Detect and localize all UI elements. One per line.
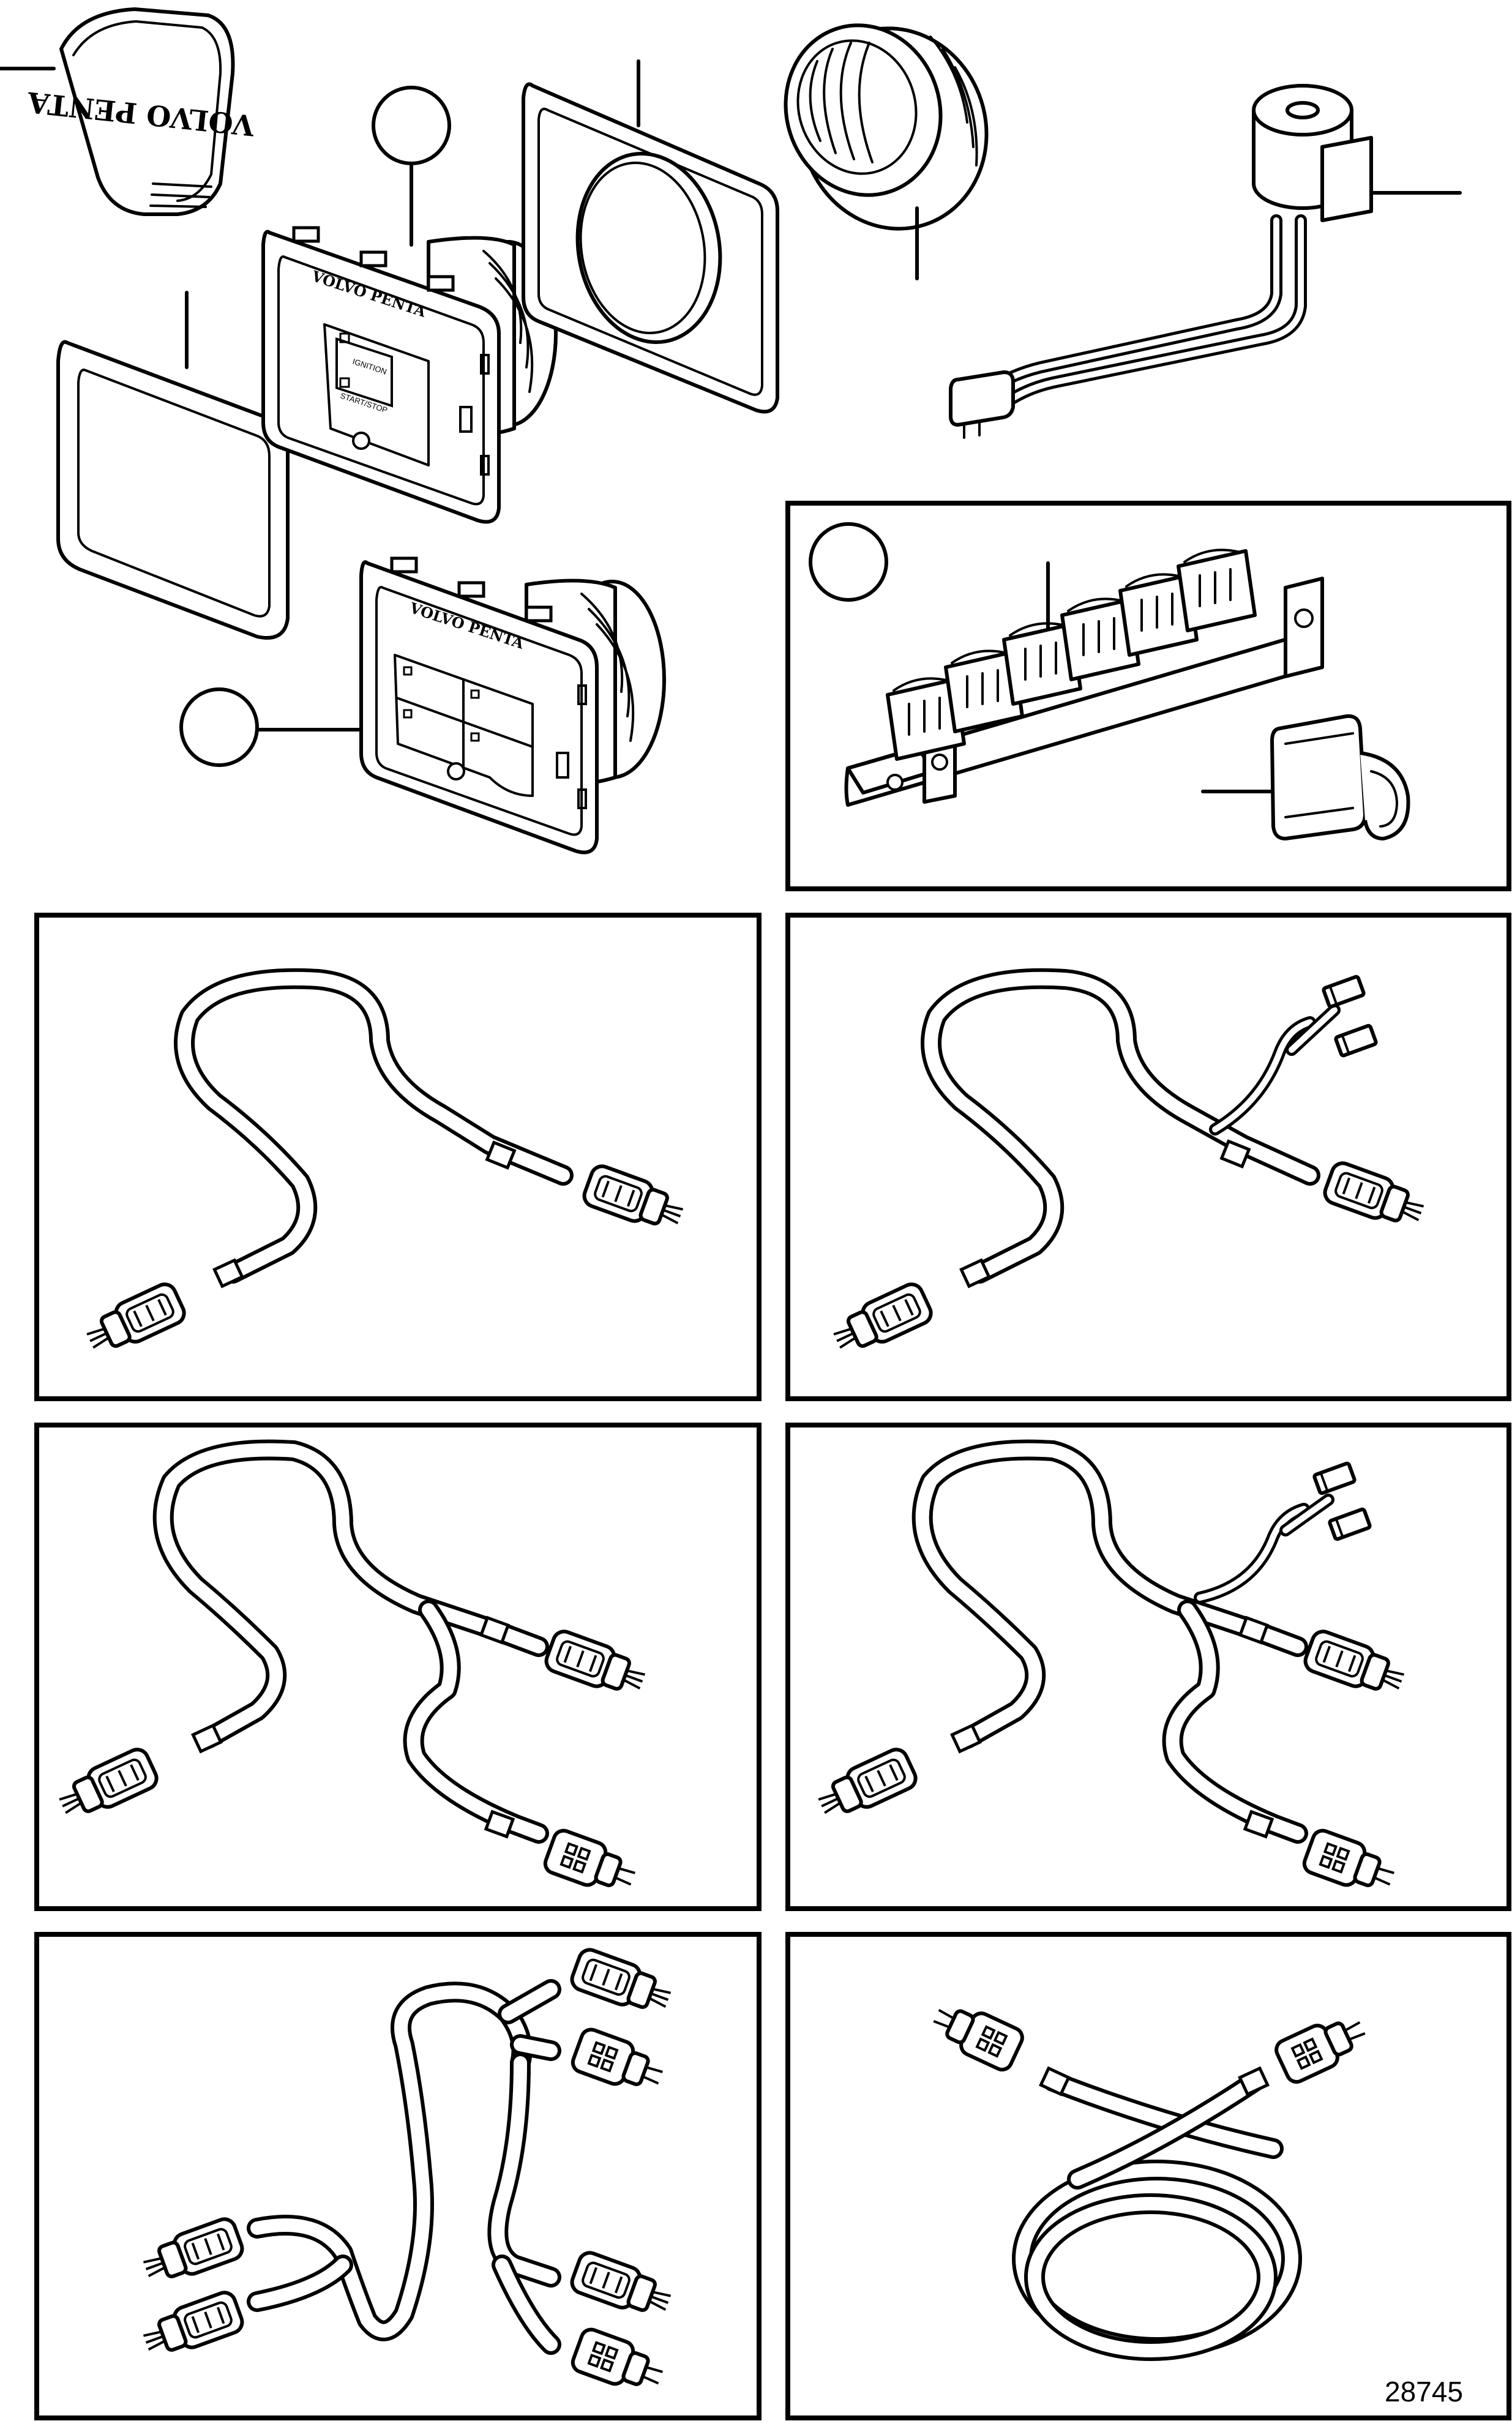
protective-cap [1270, 714, 1410, 840]
callout-circle-2 [179, 687, 259, 767]
box-extension-cable [785, 1932, 1511, 2420]
harness-a [81, 968, 687, 1360]
harness-b [828, 968, 1428, 1360]
box-harness-b [785, 913, 1511, 1401]
box-harness-d [785, 1423, 1511, 1911]
box-harness-c [34, 1423, 762, 1911]
box-junction-unit [785, 501, 1511, 891]
junction-distribution-block [844, 548, 1324, 807]
figure-number: 28745 [1385, 2376, 1463, 2408]
buzzer [949, 84, 1462, 439]
locking-nut [784, 23, 989, 231]
harness-c [54, 1439, 649, 1899]
harness-d [813, 1439, 1409, 1899]
callout-circle-1 [372, 86, 451, 165]
ignition-panel: VOLVO PENTA IGNITION START/STOP [261, 226, 558, 524]
rubber-cover: VOLVO PENTA [25, 7, 256, 216]
box-harness-e [34, 1932, 762, 2420]
harness-e [139, 1947, 675, 2398]
box-harness-a [34, 913, 762, 1401]
gasket-frame [56, 340, 290, 640]
callout-circle-3 [809, 522, 888, 602]
flat-gasket [522, 82, 779, 414]
extension-cable-coil [927, 1996, 1372, 2361]
control-panel-four-button: VOLVO PENTA [359, 556, 666, 855]
